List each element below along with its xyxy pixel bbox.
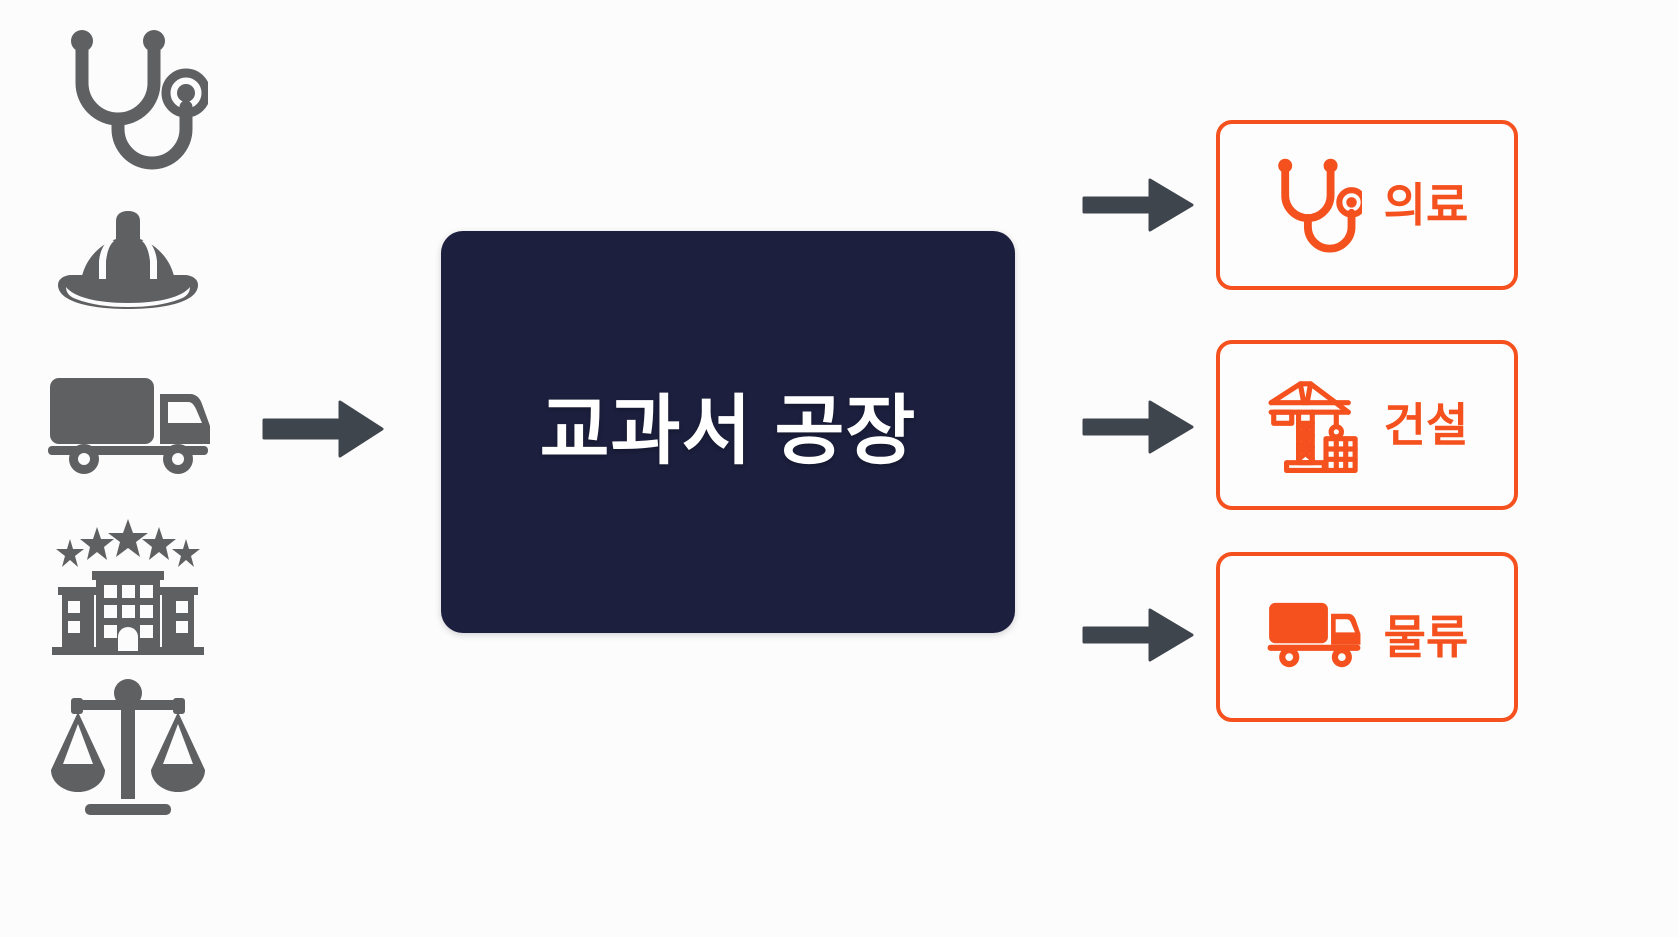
stethoscope-icon [43,26,213,170]
input-arrow [262,396,384,462]
output-card-label: 의료 [1383,179,1469,231]
output-card-construction[interactable]: 건설 [1216,340,1518,510]
delivery-truck-icon [43,351,213,491]
delivery-truck-icon [1266,585,1362,689]
hotel-stars-icon [43,514,213,655]
output-card-logistics[interactable]: 물류 [1216,552,1518,722]
output-card-medical[interactable]: 의료 [1216,120,1518,290]
crane-icon [1266,373,1362,477]
scales-of-justice-icon [43,676,213,816]
output-arrow-logistics [1078,602,1200,668]
hub-card[interactable]: 교과서 공장 [441,231,1015,633]
output-arrow-construction [1078,394,1200,460]
stethoscope-icon [1266,153,1362,257]
output-card-label: 물류 [1383,611,1469,663]
hub-card-title: 교과서 공장 [539,389,917,474]
input-icon-column [28,26,228,816]
hard-hat-icon [43,189,213,329]
output-card-label: 건설 [1383,399,1469,451]
output-arrow-medical [1078,172,1200,238]
